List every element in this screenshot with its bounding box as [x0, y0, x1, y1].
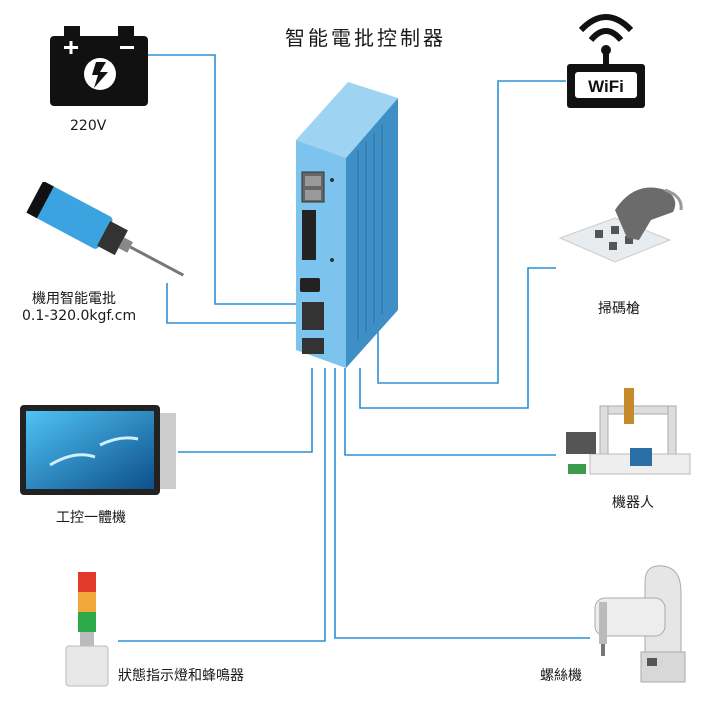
wire-panel-pc: [178, 368, 313, 453]
robot-icon: [566, 388, 691, 475]
screwdriver-spec: 0.1-320.0kgf.cm: [22, 308, 137, 324]
wifi-text: WiFi: [588, 77, 624, 96]
power-label: 220V: [70, 118, 107, 134]
scanner-label: 掃碼槍: [598, 301, 640, 317]
screwdriver-icon: [26, 182, 185, 277]
screwdriver-label: 機用智能電批: [32, 291, 116, 307]
wire-scanner: [359, 267, 556, 409]
wifi-router-icon: WiFi: [567, 14, 645, 108]
signal-light-label: 狀態指示燈和蜂鳴器: [118, 668, 244, 684]
wire-power: [148, 54, 296, 305]
wire-screw-machine: [334, 368, 590, 639]
panel-pc-icon: [20, 405, 176, 495]
battery-icon: [50, 26, 148, 106]
screw-machine-label: 螺絲機: [540, 668, 582, 684]
panel-pc-label: 工控一體機: [56, 510, 126, 526]
diagram-title: 智能電批控制器: [285, 26, 446, 50]
controller-unit: [296, 82, 398, 368]
wire-signal-light: [118, 368, 326, 642]
scara-arm-icon: [594, 565, 686, 683]
scanner-icon: [558, 187, 683, 263]
wire-screwdriver: [166, 283, 296, 324]
wire-robot: [344, 368, 556, 456]
robot-label: 機器人: [612, 495, 654, 511]
signal-light-icon: [65, 572, 109, 687]
wire-wifi: [377, 80, 566, 384]
